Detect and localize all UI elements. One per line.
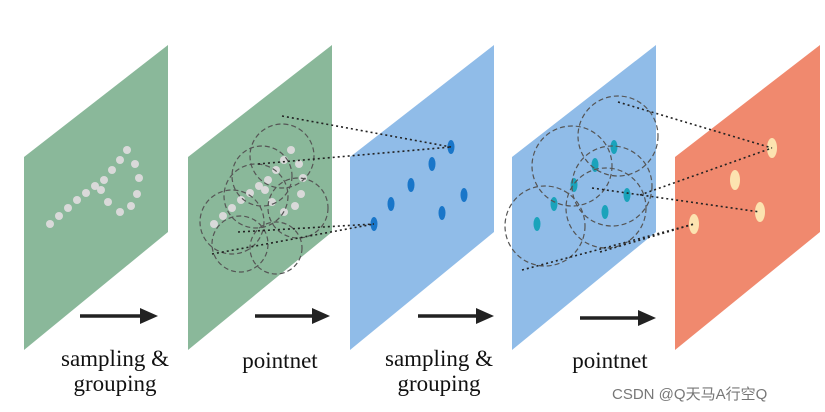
feature-point (407, 178, 415, 192)
projection-line (257, 146, 452, 165)
point (246, 189, 254, 197)
feature-point (610, 140, 618, 154)
point (46, 220, 54, 228)
point (55, 212, 63, 220)
point (133, 190, 141, 198)
panel-grouped-level1 (512, 45, 656, 350)
point (73, 196, 81, 204)
label-line: pointnet (572, 348, 648, 373)
label-line: pointnet (242, 348, 318, 373)
label-sampling-grouping-2: sampling & grouping (364, 346, 514, 396)
point (135, 174, 143, 182)
point (291, 202, 299, 210)
point (97, 186, 105, 194)
grouping-circle (504, 185, 586, 267)
grouping-circle (577, 95, 659, 177)
panel-input-points (24, 45, 168, 350)
point (127, 202, 135, 210)
point (255, 182, 263, 190)
panel-grouped-points (188, 45, 332, 350)
label-pointnet-2: pointnet (545, 348, 675, 373)
input-point-cloud (46, 146, 143, 228)
point (272, 166, 280, 174)
point (116, 156, 124, 164)
projection-line (599, 223, 695, 253)
feature-point (570, 178, 578, 192)
point (116, 208, 124, 216)
watermark: CSDN @Q天马A行空Q (612, 386, 768, 403)
point (287, 146, 295, 154)
feature-point (730, 170, 740, 190)
arrowhead (638, 310, 656, 326)
projection-line (591, 187, 761, 213)
arrowhead (312, 308, 330, 324)
panel-features-level2 (675, 45, 820, 350)
grouping-circle (571, 145, 653, 227)
process-arrows (80, 308, 656, 326)
panel-features-level1 (350, 45, 494, 350)
grouping-circle (249, 221, 303, 275)
projection-line (639, 147, 773, 196)
point (219, 212, 227, 220)
grouping-circle (199, 189, 265, 255)
label-line: sampling & (385, 346, 493, 371)
label-line: grouping (73, 371, 157, 396)
grouping-circle (249, 123, 315, 189)
point (261, 186, 269, 194)
grouping-circles-level2 (504, 95, 659, 267)
feature-point (689, 214, 699, 234)
projection-lines (211, 101, 773, 271)
point (123, 146, 131, 154)
feature-point (387, 197, 395, 211)
grouping-circle (267, 177, 329, 239)
label-sampling-grouping-1: sampling & grouping (40, 346, 190, 396)
point (82, 189, 90, 197)
feature-point (428, 157, 436, 171)
label-line: sampling & (61, 346, 169, 371)
grouping-circle (531, 125, 613, 207)
grouping-circle (223, 163, 289, 229)
label-pointnet-1: pointnet (215, 348, 345, 373)
arrowhead (140, 308, 158, 324)
projection-line (617, 101, 773, 149)
point (104, 198, 112, 206)
point (237, 196, 245, 204)
feature-point (550, 197, 558, 211)
point (210, 220, 218, 228)
point (264, 176, 272, 184)
feature-point (533, 217, 541, 231)
arrowhead (476, 308, 494, 324)
point (100, 176, 108, 184)
feature-point (460, 188, 468, 202)
grouping-circle (231, 145, 293, 207)
feature-point (601, 205, 609, 219)
point (295, 160, 303, 168)
point (228, 204, 236, 212)
feature-points-level2 (689, 138, 777, 234)
grouped-point-cloud (210, 146, 307, 228)
point (297, 190, 305, 198)
feature-point (623, 188, 631, 202)
feature-point (755, 202, 765, 222)
projection-line (281, 115, 452, 148)
label-line: grouping (397, 371, 481, 396)
grouping-circle (565, 167, 647, 249)
feature-point (438, 206, 446, 220)
point (131, 160, 139, 168)
point (108, 166, 116, 174)
point (64, 204, 72, 212)
point (91, 182, 99, 190)
